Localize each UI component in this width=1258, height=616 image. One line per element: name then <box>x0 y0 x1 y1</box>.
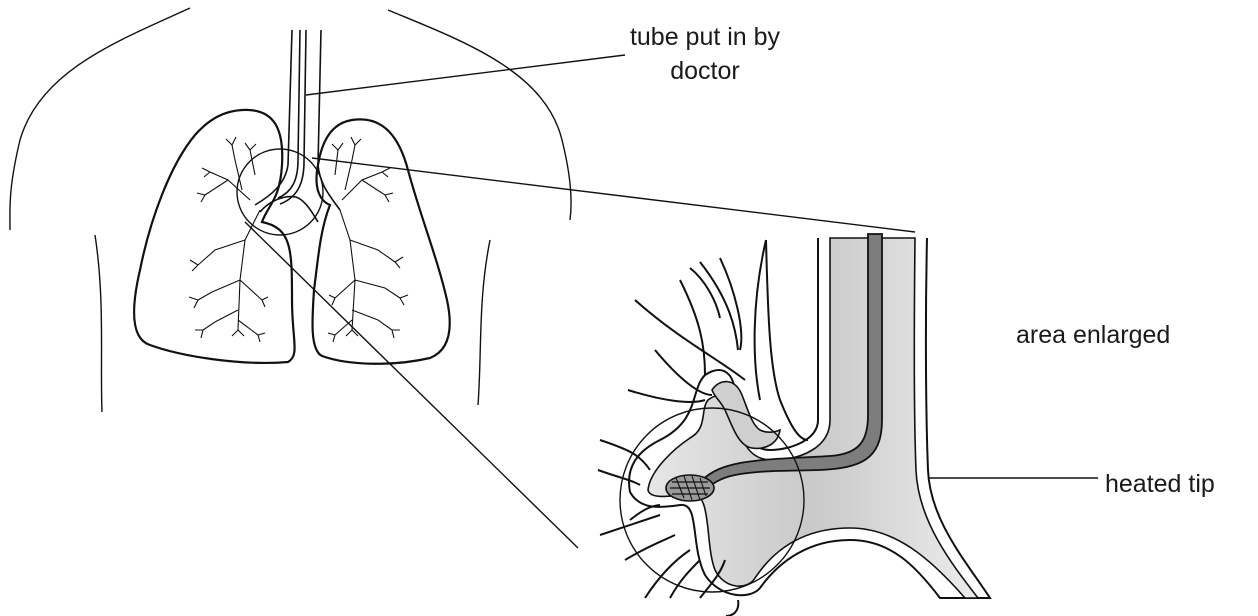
left-side-body <box>95 235 102 412</box>
label-tube-line1: tube put in by <box>605 20 805 54</box>
right-side-body <box>478 240 490 405</box>
tube-leader-line <box>306 55 625 95</box>
heated-tip <box>666 475 714 501</box>
right-lung <box>312 119 449 363</box>
label-tube-line2: doctor <box>605 54 805 88</box>
left-lung <box>134 110 295 363</box>
enlarged-view <box>598 234 990 616</box>
label-heated-tip: heated tip <box>1105 467 1215 501</box>
label-tube: tube put in by doctor <box>605 20 805 88</box>
right-shoulder <box>388 10 571 220</box>
label-area-enlarged: area enlarged <box>1016 318 1170 352</box>
